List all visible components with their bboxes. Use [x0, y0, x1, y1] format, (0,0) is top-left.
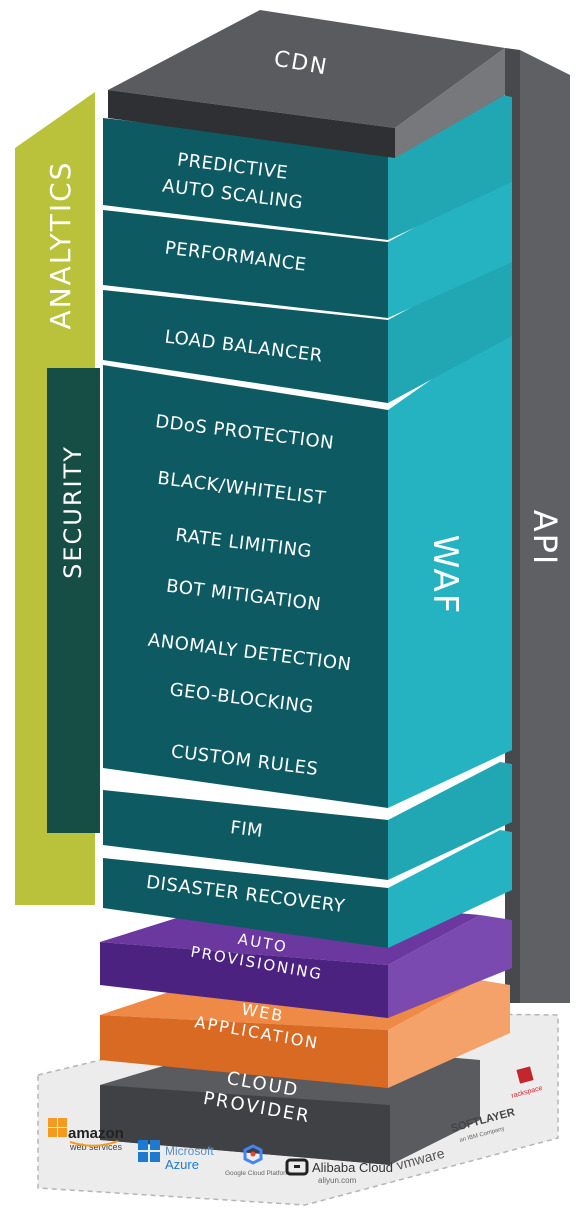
amazon-logo: amazon web services [48, 1118, 124, 1152]
amazon-logo-subtext: web services [69, 1142, 123, 1152]
security-bracket [47, 368, 100, 833]
analytics-label: ANALYTICS [44, 161, 77, 330]
waf-block [103, 330, 512, 808]
api-label: API [526, 510, 564, 567]
waf-label: WAF [425, 535, 465, 616]
load-balancer-layer [103, 258, 512, 403]
fim-label: FIM [229, 817, 264, 842]
cdn-layer [108, 10, 505, 158]
disaster-recovery-layer [103, 830, 512, 948]
performance-layer [103, 180, 512, 318]
predictive-layer [103, 95, 512, 240]
alibaba-logo-text: Alibaba Cloud [312, 1160, 393, 1175]
amazon-logo-text: amazon [68, 1125, 124, 1142]
security-label: SECURITY [59, 445, 87, 579]
azure-logo-line1: Microsoft [165, 1144, 214, 1158]
azure-logo: Microsoft Azure [138, 1140, 214, 1172]
alibaba-logo-subtext: aliyun.com [318, 1176, 357, 1185]
google-cloud-logo: Google Cloud Platform [225, 1144, 291, 1177]
alibaba-logo: Alibaba Cloud aliyun.com [285, 1158, 393, 1185]
google-cloud-logo-text: Google Cloud Platform [225, 1170, 291, 1177]
fim-layer [103, 762, 512, 880]
azure-logo-line2: Azure [165, 1157, 199, 1172]
